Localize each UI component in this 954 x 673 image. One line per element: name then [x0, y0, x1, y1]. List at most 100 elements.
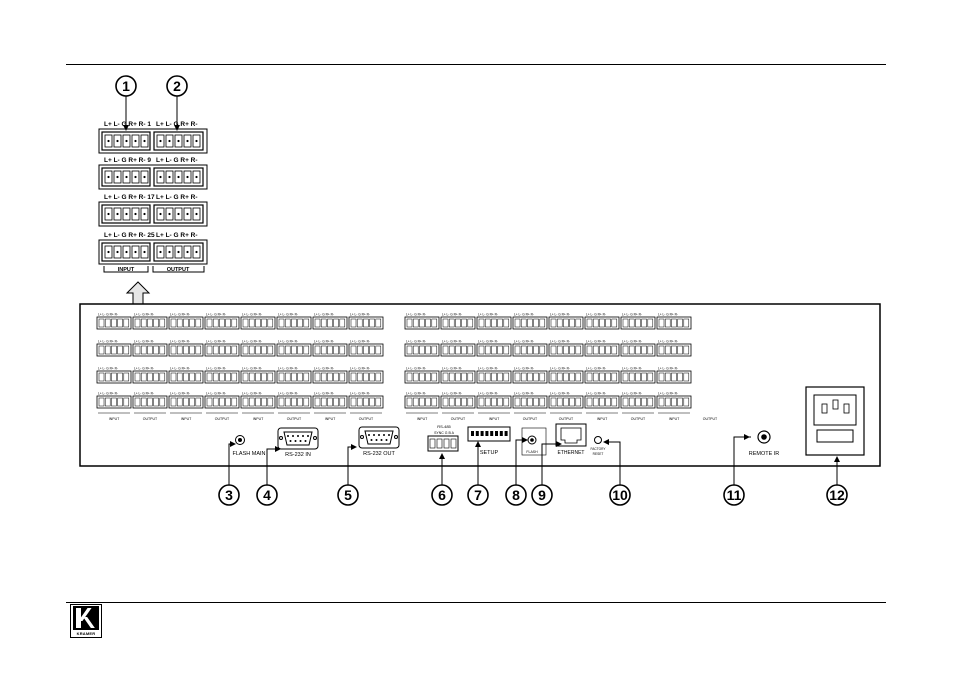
callout-number: 11 — [727, 487, 742, 503]
panel-terminal-pin — [297, 372, 303, 382]
panel-terminal-pin — [683, 345, 690, 355]
panel-pin-label: L+ L- G R+ R- — [622, 367, 642, 371]
screw-icon — [116, 212, 119, 216]
panel-terminal-pin — [641, 397, 647, 407]
panel-pin-label: L+ L- G R+ R- — [206, 392, 226, 396]
panel-pin-label: L+ L- G R+ R- — [586, 340, 606, 344]
panel-terminal-pin — [425, 372, 431, 382]
panel-terminal-pin — [556, 345, 563, 355]
panel-terminal-pin — [320, 397, 327, 407]
panel-terminal-pin — [255, 318, 261, 328]
callout-circle — [826, 484, 848, 506]
panel-terminal-pin — [104, 318, 111, 328]
callout-number: 7 — [474, 487, 482, 503]
panel-terminal-pin — [503, 397, 510, 407]
dsub-pin — [373, 434, 375, 436]
panel-terminal-pin — [284, 318, 291, 328]
panel-terminal-pin — [503, 372, 510, 382]
panel-terminal-pin — [98, 318, 105, 328]
output-bracket — [152, 266, 205, 273]
panel-terminal-pin — [497, 345, 503, 355]
panel-terminal-pin — [431, 372, 438, 382]
panel-terminal-pin — [176, 397, 183, 407]
panel-terminal-pin — [664, 372, 671, 382]
panel-terminal-pin — [297, 345, 303, 355]
callout-arrow-icon — [522, 437, 528, 443]
screw-icon — [116, 139, 119, 143]
panel-pin-label: L+ L- G R+ R- — [170, 392, 190, 396]
panel-terminal-pin — [140, 372, 147, 382]
panel-pin-label: L+ L- G R+ R- — [478, 367, 498, 371]
callout-arrow-icon — [556, 441, 562, 447]
group-label: OUTPUT — [631, 417, 646, 421]
panel-terminal-pin — [497, 397, 503, 407]
panel-pin-label: L+ L- G R+ R- — [206, 340, 226, 344]
panel-terminal-pin — [153, 372, 159, 382]
panel-pin-label: L+ L- G R+ R- — [98, 340, 118, 344]
panel-terminal-pin — [375, 318, 382, 328]
callout-number: 4 — [263, 487, 271, 503]
screw-icon — [177, 212, 180, 216]
panel-terminal-pin — [461, 345, 467, 355]
panel-terminal-pin — [255, 397, 261, 407]
panel-terminal-pin — [219, 318, 225, 328]
screw-icon — [195, 175, 198, 179]
panel-terminal-pin — [461, 372, 467, 382]
dip-toggle — [499, 431, 503, 436]
panel-terminal-pin — [350, 397, 357, 407]
panel-terminal-pin — [442, 372, 449, 382]
panel-pin-label: L+ L- G R+ R- — [242, 313, 262, 317]
panel-terminal-pin — [369, 397, 375, 407]
panel-terminal-pin — [569, 318, 575, 328]
detail-row-label: L+ L- G R+ R- 17 — [104, 194, 155, 201]
panel-terminal-pin — [647, 397, 654, 407]
panel-terminal-pin — [375, 345, 382, 355]
callout-number: 6 — [438, 487, 446, 503]
panel-pin-label: L+ L- G R+ R- — [134, 392, 154, 396]
panel-terminal-pin — [467, 318, 474, 328]
panel-terminal-pin — [628, 397, 635, 407]
panel-terminal-pin — [267, 345, 274, 355]
panel-pin-label: L+ L- G R+ R- — [134, 313, 154, 317]
panel-terminal-pin — [248, 345, 255, 355]
fuse-drawer — [816, 429, 854, 443]
panel-terminal-pin — [431, 345, 438, 355]
panel-terminal-pin — [261, 372, 267, 382]
panel-pin-label: L+ L- G R+ R- — [586, 367, 606, 371]
factory-reset-label: FACTORY — [591, 447, 607, 451]
dip-toggle — [504, 431, 508, 436]
panel-terminal-pin — [320, 372, 327, 382]
screw-icon — [168, 212, 171, 216]
panel-pin-label: L+ L- G R+ R- — [586, 313, 606, 317]
rs232-in-label: RS-232 IN — [285, 452, 311, 458]
screw-icon — [134, 212, 137, 216]
panel-terminal-pin — [350, 318, 357, 328]
panel-terminal-pin — [406, 397, 413, 407]
callout-arrow-icon — [439, 453, 445, 459]
panel-terminal-pin — [111, 345, 117, 355]
callout-circle — [256, 484, 278, 506]
panel-terminal-pin — [605, 318, 611, 328]
dsub-pin — [297, 435, 299, 437]
panel-terminal-pin — [284, 372, 291, 382]
callout-circle — [166, 75, 188, 97]
panel-terminal-pin — [425, 397, 431, 407]
callout-leader — [606, 441, 621, 485]
panel-terminal-pin — [123, 372, 130, 382]
panel-terminal-pin — [683, 397, 690, 407]
panel-pin-label: L+ L- G R+ R- — [442, 392, 462, 396]
panel-terminal-pin — [297, 318, 303, 328]
panel-terminal-pin — [478, 397, 485, 407]
panel-terminal-pin — [363, 345, 369, 355]
panel-terminal-pin — [231, 372, 238, 382]
panel-terminal-pin — [333, 318, 339, 328]
panel-terminal-pin — [225, 397, 231, 407]
panel-terminal-pin — [520, 372, 527, 382]
panel-pin-label: L+ L- G R+ R- — [658, 340, 678, 344]
panel-terminal-pin — [575, 345, 582, 355]
panel-pin-label: L+ L- G R+ R- — [406, 392, 426, 396]
setup-dip-switch — [467, 426, 511, 442]
panel-terminal-pin — [484, 318, 491, 328]
input-label: INPUT — [118, 267, 135, 273]
screw-icon — [168, 250, 171, 254]
